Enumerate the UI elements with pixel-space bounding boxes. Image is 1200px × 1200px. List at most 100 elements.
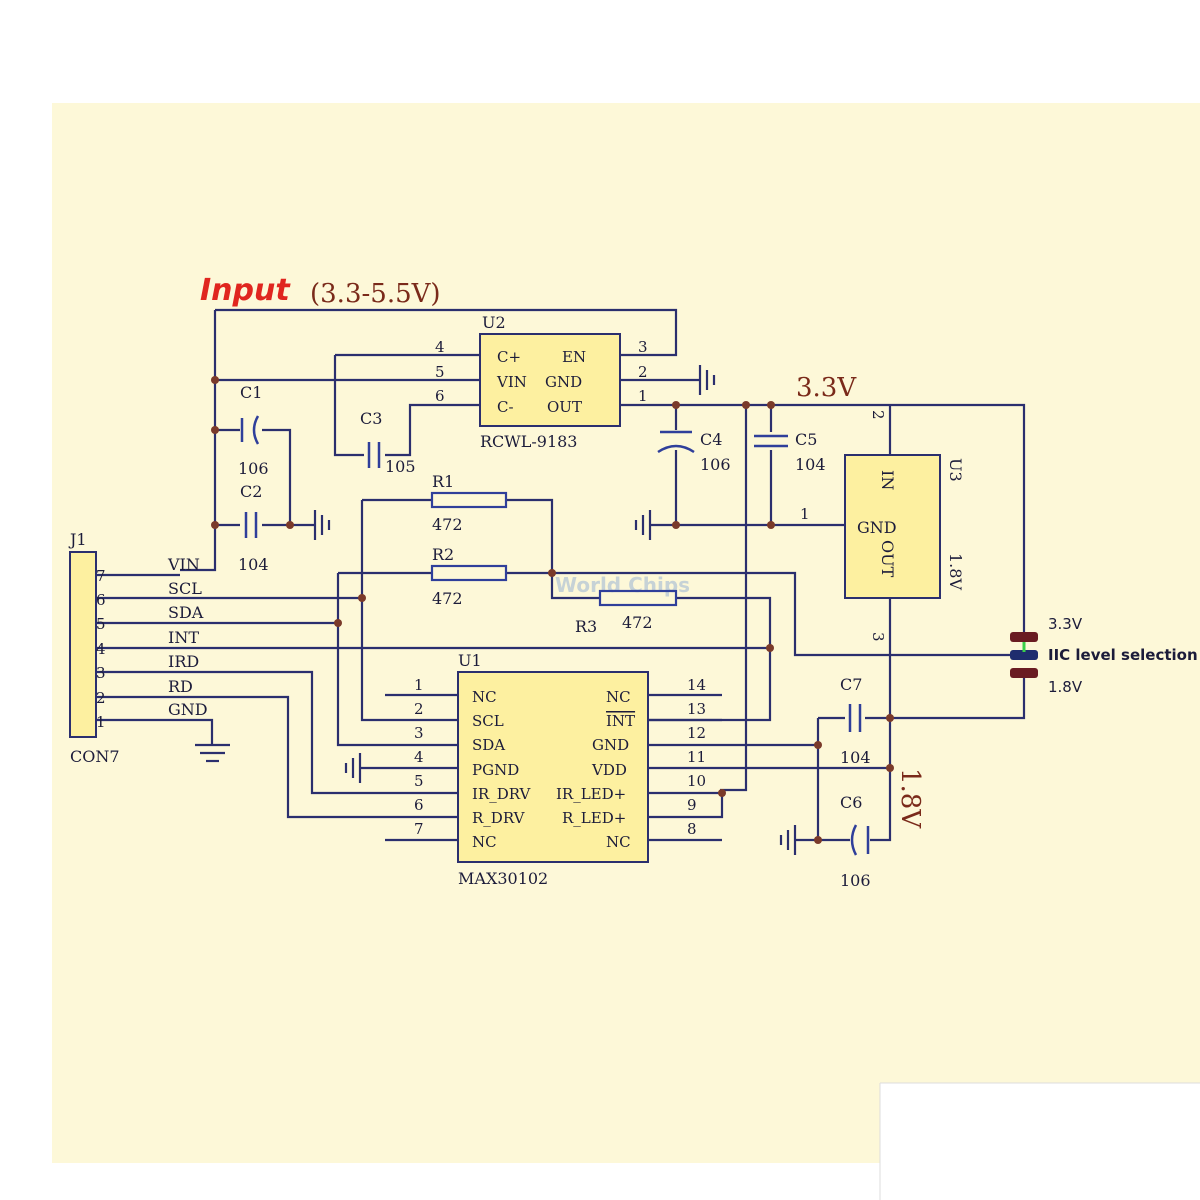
c1-value: 106	[238, 459, 269, 478]
u1-pin-label: SCL	[472, 712, 504, 730]
c5-value: 104	[795, 455, 826, 474]
u3-in-label: IN	[878, 470, 897, 490]
u1-pin-label: NC	[472, 688, 497, 706]
u1-pin-label: PGND	[472, 761, 519, 779]
rail-label-3v3: 3.3V	[796, 373, 857, 403]
u1-pin-label: GND	[592, 736, 629, 754]
u2-pin-number: 4	[435, 338, 445, 356]
u3-pin-number: 1	[800, 505, 810, 523]
u3-value: 1.8V	[946, 553, 965, 590]
r2-ref: R2	[432, 545, 454, 564]
r1-ref: R1	[432, 472, 454, 491]
capacitors: C1 106 C2 104 C3 105 C4 106 C5	[238, 383, 871, 890]
resistors: R1 472 R2 472 R3 472	[430, 472, 678, 636]
iic-level-jumper[interactable]: 3.3V IIC level selection 1.8V	[1010, 615, 1198, 696]
c7-value: 104	[840, 748, 871, 767]
u3-pin-number: 2	[869, 410, 887, 420]
u1-pin-label: SDA	[472, 736, 505, 754]
j1-ref: J1	[68, 530, 87, 549]
u1-pin-number: 7	[414, 820, 424, 838]
u1-pin-number: 13	[687, 700, 706, 718]
u1-pin-label: NC	[472, 833, 497, 851]
u2-pin-label: EN	[562, 348, 586, 366]
capacitor-c4: C4 106	[657, 430, 731, 474]
u2-pin-number: 6	[435, 387, 445, 405]
u2-pin-label: C-	[497, 398, 514, 416]
u2-pin-label: VIN	[496, 373, 527, 391]
chip-u2: U2 RCWL-9183 C+ VIN C- EN GND OUT 4 5 6 …	[435, 313, 648, 451]
capacitor-c2: C2 104	[238, 482, 269, 574]
net-label-scl: SCL	[168, 579, 202, 598]
u1-pin-label: NC	[606, 833, 631, 851]
net-label-rd: RD	[168, 677, 193, 696]
junctions	[211, 376, 894, 844]
u2-ref: U2	[482, 313, 506, 332]
u3-ref: U3	[946, 458, 965, 482]
net-label-int: INT	[168, 628, 199, 647]
net-label-gnd: GND	[168, 700, 208, 719]
ground-icon	[779, 825, 797, 855]
c1-ref: C1	[240, 383, 262, 402]
u2-pin-label: GND	[545, 373, 582, 391]
c4-ref: C4	[700, 430, 722, 449]
jumper-label-iic: IIC level selection	[1048, 646, 1198, 664]
u1-pin-label: IR_LED+	[556, 785, 626, 803]
r1-value: 472	[432, 515, 463, 534]
chip-u1: U1 MAX30102 NC SCL SDA PGND IR_DRV R_DRV…	[414, 651, 706, 888]
u1-pin-label: R_LED+	[562, 809, 626, 827]
u1-pin-number: 2	[414, 700, 424, 718]
resistor-r1: R1 472	[430, 472, 508, 534]
u2-pin-number: 3	[638, 338, 648, 356]
j1-pin: 6	[96, 591, 106, 609]
j1-part: CON7	[70, 747, 120, 766]
ground-icon	[313, 510, 331, 540]
u1-pin-number: 4	[414, 748, 424, 766]
jumper-pad-bottom[interactable]	[1010, 668, 1038, 678]
watermark: World Chips	[555, 573, 690, 597]
rail-label-1v8: 1.8V	[895, 768, 925, 829]
c7-ref: C7	[840, 675, 862, 694]
ground-symbols	[195, 365, 797, 855]
resistor-r2: R2 472	[430, 545, 508, 608]
u1-pin-label: VDD	[591, 761, 627, 779]
jumper-pad-top[interactable]	[1010, 632, 1038, 642]
u1-ref: U1	[458, 651, 482, 670]
c3-ref: C3	[360, 409, 382, 428]
c2-value: 104	[238, 555, 269, 574]
capacitor-c6: C6 106	[840, 793, 871, 890]
ground-icon	[344, 753, 362, 783]
u2-pin-number: 5	[435, 363, 445, 381]
net-label-vin: VIN	[167, 555, 200, 574]
schematic-background	[52, 103, 1200, 1163]
resistor-r3: R3 472	[575, 589, 678, 636]
ground-icon	[195, 743, 230, 763]
u3-out-label: OUT	[878, 540, 897, 578]
j1-pin: 1	[96, 713, 106, 731]
c3-value: 105	[385, 457, 416, 476]
u1-pin-number: 10	[687, 772, 706, 790]
input-range: (3.3-5.5V)	[310, 279, 441, 309]
u1-pin-number: 8	[687, 820, 697, 838]
r3-ref: R3	[575, 617, 597, 636]
u1-pin-label: IR_DRV	[472, 785, 532, 803]
u2-part: RCWL-9183	[480, 432, 577, 451]
j1-pin: 5	[96, 615, 106, 633]
j1-pin: 3	[96, 664, 106, 682]
r3-value: 472	[622, 613, 653, 632]
jumper-pad-middle[interactable]	[1010, 650, 1038, 660]
u1-pin-number: 9	[687, 796, 697, 814]
u3-pin-number: 3	[869, 632, 887, 642]
u1-pin-label: NC	[606, 688, 631, 706]
c5-ref: C5	[795, 430, 817, 449]
capacitor-c3: C3 105	[360, 409, 416, 476]
u1-pin-number: 3	[414, 724, 424, 742]
u3-gnd-label: GND	[857, 518, 897, 537]
u1-pin-number: 6	[414, 796, 424, 814]
capacitor-c1: C1 106	[238, 383, 269, 478]
input-title: Input	[200, 273, 291, 308]
j1-pin: 4	[96, 640, 106, 658]
u1-pin-number: 12	[687, 724, 706, 742]
ground-icon	[634, 510, 652, 540]
jumper-label-3v3: 3.3V	[1048, 615, 1083, 633]
chip-u3: 1 GND IN OUT U3 1.8V 2 3	[800, 410, 965, 642]
